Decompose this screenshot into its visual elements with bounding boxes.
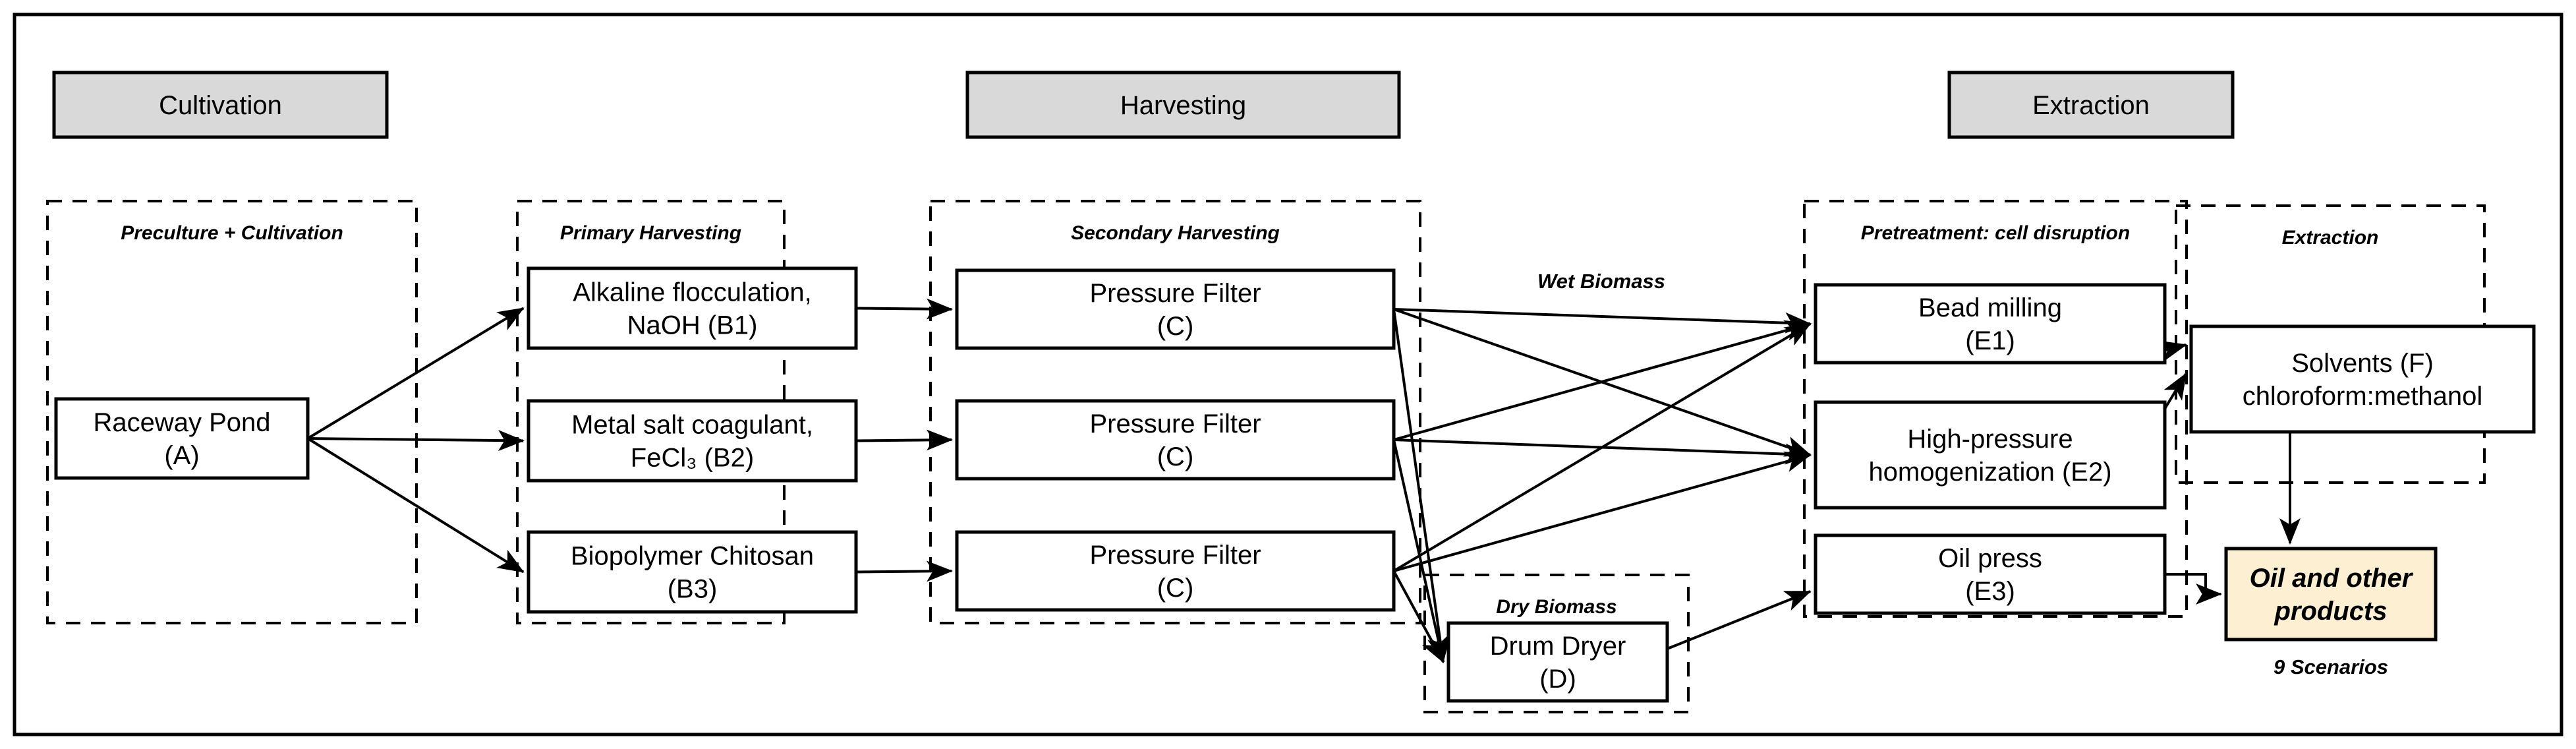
- group-label: Secondary Harvesting: [1071, 222, 1280, 244]
- arrow-c2-to-d: [1392, 439, 1448, 663]
- node-label: Biopolymer Chitosan: [571, 542, 814, 571]
- node-f[interactable]: Solvents (F) chloroform:methanol: [2189, 324, 2536, 434]
- node-label: chloroform:methanol: [2243, 382, 2483, 411]
- stage-header-extraction[interactable]: Extraction: [1947, 71, 2235, 139]
- arrow-c2-to-e1: [1393, 320, 1812, 441]
- node-label: FeCl₃ (B2): [631, 444, 754, 473]
- arrow-c1-to-e1: [1393, 308, 1812, 334]
- arrow-a-to-b1: [306, 307, 525, 440]
- node-label: (C): [1157, 312, 1194, 341]
- node-b1[interactable]: Alkaline flocculation, NaOH (B1): [527, 266, 858, 350]
- group-box: Pretreatment: cell disruption: [1803, 200, 2188, 618]
- stage-header-harvesting[interactable]: Harvesting: [965, 71, 1401, 139]
- arrow-c3-to-e2: [1393, 451, 1812, 572]
- node-label: (E3): [1965, 577, 2015, 606]
- node-e3[interactable]: Oil press (E3): [1814, 533, 2167, 615]
- node-label: Oil and other: [2250, 564, 2414, 593]
- node-label: (C): [1157, 442, 1194, 471]
- edges-layer: [306, 298, 2301, 663]
- arrow-c1-to-d: [1392, 309, 1450, 663]
- group-box: Secondary Harvesting: [929, 200, 1421, 624]
- group-label: Preculture + Cultivation: [121, 222, 343, 244]
- node-label: NaOH (B1): [627, 311, 758, 340]
- node-label: (B3): [668, 575, 718, 604]
- group-boxes-layer: Preculture + Cultivation Primary Harvesti…: [46, 200, 2486, 713]
- group-box: Dry Biomass: [1423, 574, 1690, 713]
- arrow-a-to-b3: [306, 437, 525, 574]
- stage-header-label: Cultivation: [159, 91, 282, 120]
- node-label: Bead milling: [1918, 293, 2062, 322]
- group-label: Pretreatment: cell disruption: [1861, 222, 2130, 244]
- arrow-d-to-e3: [1667, 590, 1812, 650]
- arrow-e2-to-f: [2163, 373, 2187, 410]
- node-d[interactable]: Drum Dryer (D): [1446, 621, 1669, 703]
- arrow-e1-to-f: [2159, 340, 2187, 361]
- arrow-a-to-b2: [307, 430, 525, 452]
- node-label: Pressure Filter: [1089, 541, 1261, 570]
- group-label: Extraction: [2282, 227, 2379, 249]
- node-label: (A): [164, 441, 199, 470]
- node-boxes-layer: Raceway Pond (A) Alkaline flocculation, NaO…: [54, 266, 2536, 703]
- flow-label: Wet Biomass: [1537, 270, 1665, 293]
- node-label: Alkaline flocculation,: [573, 278, 811, 307]
- flow-label: 9 Scenarios: [2274, 655, 2388, 678]
- flow-labels-layer: Wet Biomass 9 Scenarios: [1537, 270, 2388, 678]
- node-p[interactable]: Oil and other products: [2224, 547, 2438, 642]
- node-b2[interactable]: Metal salt coagulant, FeCl₃ (B2): [527, 399, 858, 483]
- node-c1[interactable]: Pressure Filter (C): [955, 268, 1396, 350]
- arrow-c3-to-d: [1392, 570, 1445, 663]
- node-label: homogenization (E2): [1868, 458, 2111, 487]
- stage-header-cultivation[interactable]: Cultivation: [52, 71, 389, 139]
- group-box: Preculture + Cultivation: [46, 200, 418, 624]
- arrow-b2-to-c2: [855, 429, 953, 451]
- node-label: (C): [1157, 574, 1194, 603]
- node-label: Metal salt coagulant,: [571, 411, 813, 440]
- node-e2[interactable]: High-pressure homogenization (E2): [1814, 400, 2167, 510]
- outer-frame: [13, 13, 2563, 736]
- arrow-b3-to-c3: [855, 560, 953, 582]
- group-label: Primary Harvesting: [560, 222, 741, 244]
- node-label: High-pressure: [1907, 425, 2073, 454]
- node-a[interactable]: Raceway Pond (A): [54, 397, 310, 480]
- stage-header-label: Extraction: [2032, 91, 2150, 120]
- group-label: Dry Biomass: [1496, 596, 1617, 618]
- node-label: Pressure Filter: [1089, 409, 1261, 438]
- node-b3[interactable]: Biopolymer Chitosan (B3): [527, 530, 858, 614]
- node-label: products: [2274, 597, 2387, 626]
- node-label: Drum Dryer: [1490, 632, 1626, 661]
- node-c3[interactable]: Pressure Filter (C): [955, 530, 1396, 612]
- node-label: Solvents (F): [2291, 349, 2434, 378]
- arrow-c3-to-e1: [1392, 322, 1812, 572]
- node-label: (D): [1539, 665, 1576, 694]
- node-label: (E1): [1965, 326, 2015, 355]
- stage-header-label: Harvesting: [1120, 91, 1246, 120]
- stage-headers-layer: Cultivation Harvesting Extraction: [52, 71, 2235, 139]
- node-c2[interactable]: Pressure Filter (C): [955, 399, 1396, 481]
- node-label: Raceway Pond: [93, 408, 270, 437]
- node-label: Oil press: [1938, 544, 2042, 573]
- node-label: Pressure Filter: [1089, 279, 1261, 308]
- arrow-b1-to-c1: [855, 298, 953, 320]
- arrow-e3-to-product: [2165, 573, 2222, 605]
- node-e1[interactable]: Bead milling (E1): [1814, 283, 2167, 365]
